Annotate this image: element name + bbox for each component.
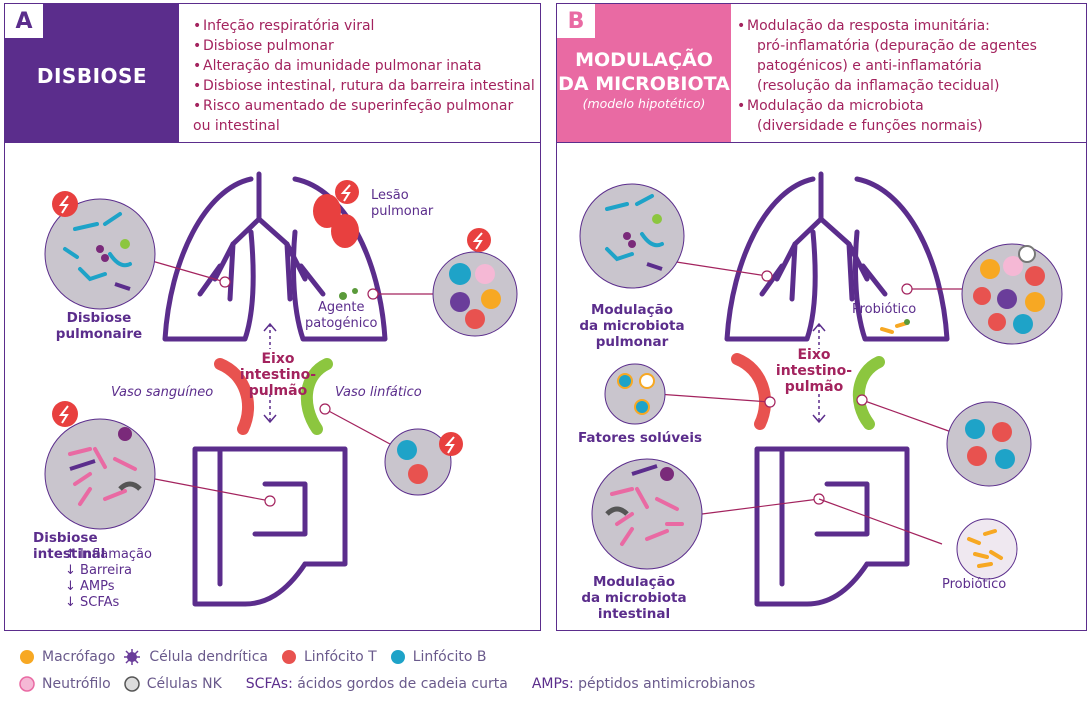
- gut-dysbiosis-title: Disbiose intestinal: [33, 530, 106, 562]
- bullet: Disbiose intestinal, rutura da barreira …: [193, 76, 535, 96]
- gut-lung-axis-label: Eixo intestino-pulmão: [775, 347, 853, 395]
- legend-row-1: Macrófago Célula dendrítica Linfócito T …: [18, 648, 486, 666]
- alert-icon: [52, 401, 78, 427]
- dendritic-cell-icon: [124, 649, 141, 665]
- lymph-vessel-label: Vaso linfático: [335, 385, 422, 400]
- bullet: Alteração da imunidade pulmonar inata: [193, 56, 535, 76]
- legend-macrophage: Macrófago: [42, 649, 116, 665]
- intestine-icon: [754, 446, 910, 607]
- blood-vessel: [214, 358, 255, 435]
- gut-microbiota-circle: [591, 458, 703, 570]
- bullet: Modulação da resposta imunitária: pró-in…: [737, 16, 1037, 96]
- soluble-factors-label: Fatores solúveis: [578, 430, 702, 446]
- blood-cells-circle: [384, 428, 452, 496]
- bullet: Infeção respiratória viral: [193, 16, 535, 36]
- blood-vessel-label: Vaso sanguíneo: [111, 385, 214, 400]
- legend-nk-cells: Células NK: [146, 676, 222, 692]
- macrophage-icon: [20, 650, 34, 664]
- b-lymphocyte-icon: [390, 650, 405, 664]
- gut-dysbiosis-list: ↑ Inflamação ↓ Barreira ↓ AMPs ↓ SCFAs: [65, 547, 152, 610]
- alert-icon: [439, 432, 463, 456]
- legend-dendritic: Célula dendrítica: [149, 649, 268, 665]
- legend-row-2: Neutrófilo Células NK SCFAs: ácidos gord…: [18, 675, 755, 693]
- header-divider: [557, 142, 1086, 143]
- bullet: Risco aumentado de superinfeção pulmonar…: [193, 96, 535, 136]
- panel-b-letter: B: [557, 4, 596, 39]
- panel-a-bullets: Infeção respiratória viral Disbiose pulm…: [193, 16, 535, 136]
- legend-scfa: SCFAs: ácidos gordos de cadeia curta: [245, 676, 508, 692]
- header-divider: [5, 142, 540, 143]
- alert-icon: [52, 191, 78, 217]
- probiotic-gut-label: Probiótico: [942, 577, 1007, 592]
- blood-vessel: [731, 353, 772, 430]
- nk-cell-icon: [124, 676, 140, 692]
- panel-a-letter: A: [5, 4, 44, 39]
- lung-microbiota-circle: [579, 183, 685, 289]
- gut-microbiota-circle: [44, 418, 156, 530]
- panel-dysbiosis: A DISBIOSE Infeção respiratória viral Di…: [4, 3, 541, 631]
- probiotic-lung-label: Probiótico: [852, 302, 917, 317]
- neutrophil-icon: [19, 676, 35, 692]
- pathogen-icon: [339, 288, 358, 300]
- lesion-icon: [313, 194, 341, 228]
- lungs-icon: [724, 171, 950, 342]
- probiotic-icon: [880, 319, 910, 334]
- soluble-factors-circle: [604, 363, 666, 425]
- lung-immune-cells-circle: [961, 243, 1063, 345]
- panel-b-bullets: Modulação da resposta imunitária: pró-in…: [737, 16, 1037, 136]
- alert-icon: [467, 228, 491, 252]
- lung-immune-cells-circle: [432, 251, 518, 337]
- lymph-vessel: [852, 356, 885, 430]
- gut-lung-axis-label: Eixo intestino-pulmão: [239, 351, 317, 399]
- panel-b-illustration: [579, 171, 1063, 607]
- probiotic-circle: [956, 518, 1018, 580]
- intestine-icon: [192, 446, 348, 607]
- bullet: Modulação da microbiota (diversidade e f…: [737, 96, 1037, 136]
- legend-neutrophil: Neutrófilo: [42, 676, 111, 692]
- t-lymphocyte-icon: [281, 650, 296, 664]
- panel-a-title: DISBIOSE: [36, 64, 148, 88]
- lung-lesion-alert-icon: [335, 180, 359, 204]
- legend-t-lymphocyte: Linfócito T: [303, 649, 377, 665]
- panel-a-illustration: [44, 171, 518, 607]
- bullet: Disbiose pulmonar: [193, 36, 535, 56]
- blood-cells-circle: [946, 401, 1032, 487]
- lesion-icon: [331, 214, 359, 248]
- legend-amp: AMPs: péptidos antimicrobianos: [531, 676, 756, 692]
- lymph-vessel: [300, 358, 333, 435]
- lung-microbiota-circle: [44, 198, 156, 310]
- panel-a-header: A DISBIOSE: [5, 4, 179, 142]
- panel-b-subtitle: (modelo hipotético): [582, 96, 706, 111]
- legend-b-lymphocyte: Linfócito B: [412, 649, 487, 665]
